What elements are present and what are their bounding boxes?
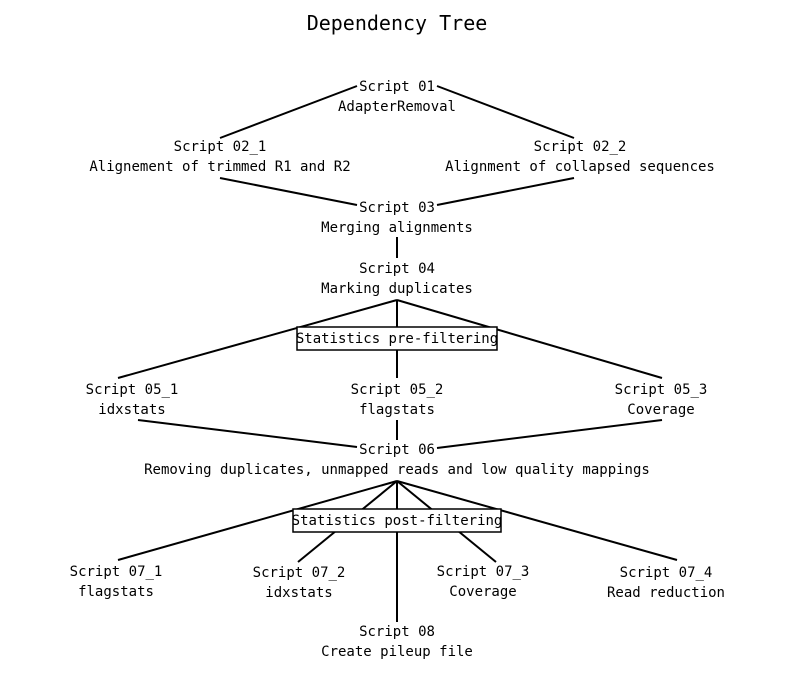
group-pre-filtering: Statistics pre-filtering bbox=[296, 326, 498, 351]
node-script-07-2: Script 07_2 idxstats bbox=[253, 565, 346, 601]
edge-02-1-03 bbox=[219, 177, 358, 206]
edge-02-2-03 bbox=[436, 177, 575, 206]
node-script-05-2: Script 05_2 flagstats bbox=[351, 382, 444, 418]
edge-01-02-1 bbox=[219, 85, 358, 139]
node-script-04: Script 04 Marking duplicates bbox=[321, 261, 473, 297]
node-script-05-3-desc: Coverage bbox=[627, 402, 694, 418]
edge-05-3-06 bbox=[436, 419, 663, 449]
node-script-05-1-name: Script 05_1 bbox=[86, 382, 179, 398]
node-script-07-4-desc: Read reduction bbox=[607, 585, 725, 601]
node-script-02-2: Script 02_2 Alignment of collapsed seque… bbox=[445, 139, 715, 175]
node-script-07-3-desc: Coverage bbox=[449, 584, 516, 600]
node-script-05-3-name: Script 05_3 bbox=[615, 382, 708, 398]
edge-04-05-3 bbox=[396, 299, 663, 379]
node-script-02-1-name: Script 02_1 bbox=[174, 139, 267, 155]
edge-05-1-06 bbox=[137, 419, 358, 448]
node-script-08: Script 08 Create pileup file bbox=[321, 624, 473, 660]
group-post-filtering: Statistics post-filtering bbox=[292, 508, 503, 533]
node-script-08-desc: Create pileup file bbox=[321, 644, 473, 660]
node-script-07-4: Script 07_4 Read reduction bbox=[607, 565, 725, 601]
node-script-07-1: Script 07_1 flagstats bbox=[70, 564, 163, 600]
node-script-07-2-desc: idxstats bbox=[265, 585, 332, 601]
node-script-02-1-desc: Alignement of trimmed R1 and R2 bbox=[89, 159, 350, 175]
node-script-05-2-desc: flagstats bbox=[359, 402, 435, 418]
group-pre-filtering-box bbox=[296, 326, 498, 351]
node-script-07-1-name: Script 07_1 bbox=[70, 564, 163, 580]
node-script-01-name: Script 01 bbox=[359, 79, 435, 95]
node-script-03: Script 03 Merging alignments bbox=[321, 200, 473, 236]
node-script-07-1-desc: flagstats bbox=[78, 584, 154, 600]
node-script-08-name: Script 08 bbox=[359, 624, 435, 640]
node-script-06: Script 06 Removing duplicates, unmapped … bbox=[144, 442, 650, 478]
group-post-filtering-box bbox=[292, 508, 502, 533]
edge-04-05-1 bbox=[117, 299, 398, 379]
node-script-07-4-name: Script 07_4 bbox=[620, 565, 713, 581]
node-script-05-1-desc: idxstats bbox=[98, 402, 165, 418]
node-script-07-3-name: Script 07_3 bbox=[437, 564, 530, 580]
node-script-03-desc: Merging alignments bbox=[321, 220, 473, 236]
node-script-02-1: Script 02_1 Alignement of trimmed R1 and… bbox=[89, 139, 350, 175]
node-script-05-1: Script 05_1 idxstats bbox=[86, 382, 179, 418]
group-pre-filtering-label: Statistics pre-filtering bbox=[296, 331, 498, 347]
edge-06-07-4 bbox=[396, 480, 678, 561]
diagram-title: Dependency Tree bbox=[307, 11, 488, 35]
node-script-02-2-name: Script 02_2 bbox=[534, 139, 627, 155]
node-script-04-desc: Marking duplicates bbox=[321, 281, 473, 297]
node-script-01-desc: AdapterRemoval bbox=[338, 99, 456, 115]
node-script-02-2-desc: Alignment of collapsed sequences bbox=[445, 159, 715, 175]
node-script-04-name: Script 04 bbox=[359, 261, 435, 277]
edge-01-02-2 bbox=[436, 85, 575, 139]
node-script-07-2-name: Script 07_2 bbox=[253, 565, 346, 581]
edge-06-07-1 bbox=[117, 480, 398, 561]
node-script-05-3: Script 05_3 Coverage bbox=[615, 382, 708, 418]
node-script-06-desc: Removing duplicates, unmapped reads and … bbox=[144, 462, 650, 478]
group-post-filtering-label: Statistics post-filtering bbox=[292, 513, 503, 529]
node-script-01: Script 01 AdapterRemoval bbox=[338, 79, 456, 115]
node-script-07-3: Script 07_3 Coverage bbox=[437, 564, 530, 600]
node-script-06-name: Script 06 bbox=[359, 442, 435, 458]
node-script-03-name: Script 03 bbox=[359, 200, 435, 216]
node-script-05-2-name: Script 05_2 bbox=[351, 382, 444, 398]
